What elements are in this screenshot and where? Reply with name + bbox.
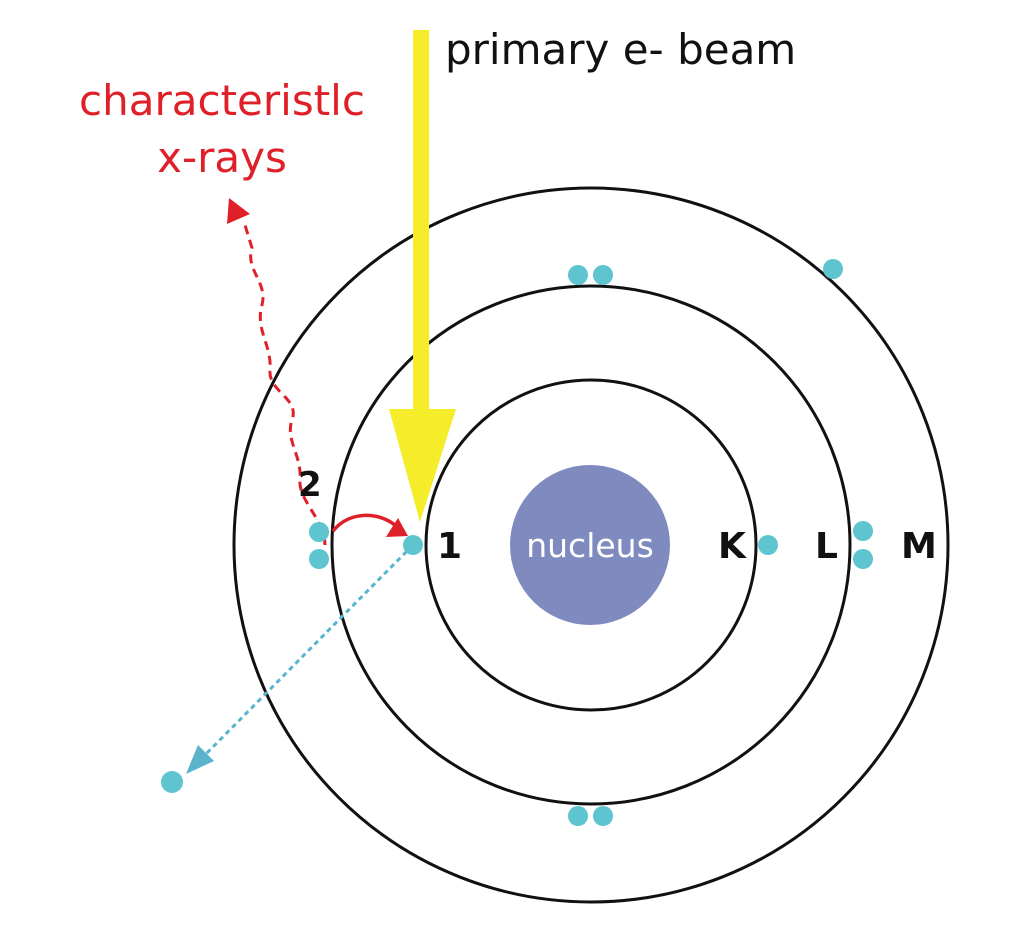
transition-arrowhead <box>386 518 408 537</box>
ejected-electron-arrowhead <box>186 745 214 774</box>
ejected-electron-path <box>198 543 415 762</box>
transition-arrow <box>331 513 398 533</box>
electron <box>758 535 778 555</box>
shell-k <box>424 378 758 712</box>
electron <box>593 265 613 285</box>
xray-path <box>243 224 327 546</box>
shell-k-label: K <box>718 526 747 567</box>
electron <box>823 259 843 279</box>
shell-m <box>232 186 950 904</box>
primary-beam-shaft <box>413 30 429 415</box>
electron <box>568 265 588 285</box>
step-2-label: 2 <box>298 465 322 505</box>
primary-beam-arrowhead <box>389 409 456 522</box>
electron <box>593 806 613 826</box>
electron <box>568 806 588 826</box>
ejected-electron <box>161 771 183 793</box>
step-1-label: 1 <box>437 526 462 567</box>
nucleus-label: nucleus <box>526 526 654 565</box>
beam-label: primary e- beam <box>445 25 796 74</box>
electron <box>403 535 423 555</box>
electron <box>853 521 873 541</box>
electron <box>853 549 873 569</box>
nucleus <box>510 465 670 625</box>
shell-m-label: M <box>901 526 937 567</box>
electron <box>309 522 329 542</box>
shell-l-label: L <box>815 526 838 567</box>
xray-label-line2: x-rays <box>157 133 287 182</box>
xray-label-line1: characteristlc <box>79 76 365 125</box>
shell-l <box>330 284 852 806</box>
electron <box>309 549 329 569</box>
xray-arrowhead <box>227 198 250 224</box>
